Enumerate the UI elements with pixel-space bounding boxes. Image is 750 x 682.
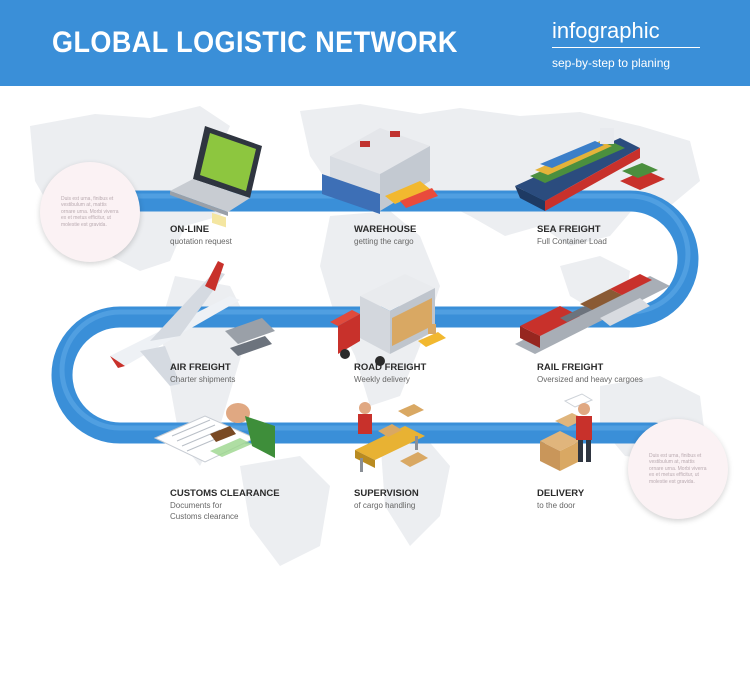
step-customs-clearance: CUSTOMS CLEARANCE Documents for Customs … [170, 488, 280, 522]
airplane-icon [110, 261, 275, 386]
step-online: ON-LINE quotation request [170, 224, 232, 247]
conveyor-worker-icon [355, 402, 428, 472]
header-banner: GLOBAL LOGISTIC NETWORK infographic sep-… [0, 0, 750, 86]
diagram-stage: ON-LINE quotation request WAREHOUSE gett… [0, 86, 750, 682]
step-title: ROAD FREIGHT [354, 362, 427, 373]
step-warehouse: WAREHOUSE getting the cargo [354, 224, 416, 247]
laptop-icon [170, 126, 262, 228]
step-sea-freight: SEA FREIGHT Full Container Load [537, 224, 607, 247]
step-supervision: SUPERVISION of cargo handling [354, 488, 419, 511]
step-subtitle: of cargo handling [354, 501, 416, 510]
note-text: Duis est urna, finibus et vestibulum at,… [649, 452, 707, 485]
step-subtitle: Full Container Load [537, 237, 607, 246]
step-title: CUSTOMS CLEARANCE [170, 488, 280, 499]
step-subtitle: Charter shipments [170, 375, 236, 384]
step-subtitle: Oversized and heavy cargoes [537, 375, 643, 384]
freight-train-icon [515, 274, 670, 354]
step-title: SUPERVISION [354, 488, 419, 499]
step-title: SEA FREIGHT [537, 224, 601, 235]
page-title: GLOBAL LOGISTIC NETWORK [52, 26, 458, 59]
step-subtitle-line2: Customs clearance [170, 512, 239, 521]
step-subtitle: getting the cargo [354, 237, 414, 246]
step-title: DELIVERY [537, 488, 585, 499]
cargo-ship-icon [515, 128, 665, 211]
tag-divider [552, 47, 700, 48]
step-air-freight: AIR FREIGHT Charter shipments [170, 362, 235, 385]
step-delivery: DELIVERY to the door [537, 488, 584, 511]
step-title: RAIL FREIGHT [537, 362, 604, 373]
step-title: WAREHOUSE [354, 224, 417, 235]
infographic-subtitle: sep-by-step to planing [552, 56, 671, 70]
diagram-canvas [30, 104, 705, 566]
step-road-freight: ROAD FREIGHT Weekly delivery [354, 362, 426, 385]
customs-stamp-icon [153, 403, 275, 463]
step-subtitle: quotation request [170, 237, 232, 246]
step-title: ON-LINE [170, 224, 210, 235]
infographic-tag: infographic [552, 18, 660, 43]
step-rail-freight: RAIL FREIGHT Oversized and heavy cargoes [537, 362, 643, 385]
note-bubble-end: Duis est urna, finibus et vestibulum at,… [628, 419, 728, 519]
step-subtitle: to the door [537, 501, 576, 510]
delivery-worker-icon [540, 393, 594, 471]
step-title: AIR FREIGHT [170, 362, 231, 373]
step-subtitle: Documents for [170, 501, 223, 510]
step-subtitle: Weekly delivery [354, 375, 410, 384]
note-text: Duis est urna, finibus et vestibulum at,… [61, 195, 119, 228]
warehouse-icon [322, 128, 438, 214]
truck-icon [330, 274, 446, 366]
note-bubble-start: Duis est urna, finibus et vestibulum at,… [40, 162, 140, 262]
